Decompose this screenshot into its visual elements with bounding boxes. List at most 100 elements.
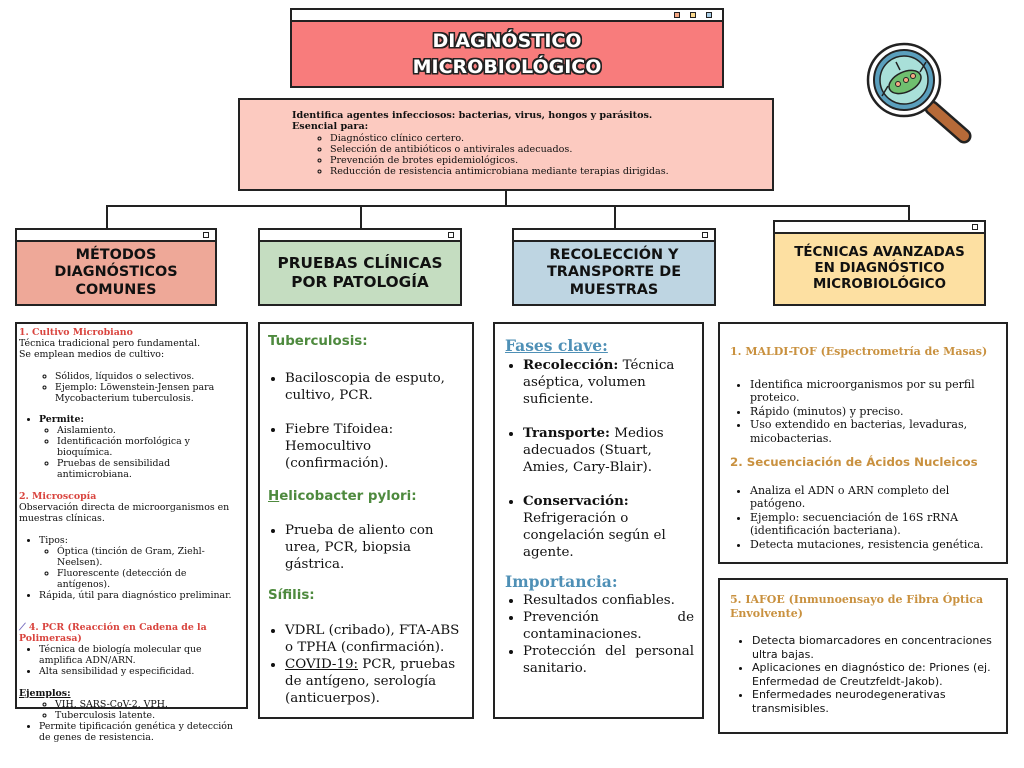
panel-tecnicas-2: 5. IAFOE (Inmunoensayo de Fibra Óptica E…	[718, 578, 1008, 734]
list-item: Pruebas de sensibilidad antimicrobiana.	[57, 458, 242, 480]
item-text: Técnica aséptica, volumen suficiente.	[523, 358, 675, 407]
panel-pruebas: Tuberculosis: Baciloscopia de esputo, cu…	[258, 322, 474, 719]
header-tecnicas: TÉCNICAS AVANZADAS EN DIAGNÓSTICO MICROB…	[775, 234, 984, 304]
section-title-fases: Fases clave:	[505, 336, 608, 355]
list-helicobacter: Prueba de aliento con urea, PCR, biopsia…	[268, 522, 462, 573]
list-item: Conservación: Refrigeración o congelació…	[523, 493, 694, 561]
list-tuberculosis: Baciloscopia de esputo, cultivo, PCR. Fi…	[268, 370, 462, 472]
list-item: Identificación morfológica y bioquímica.	[57, 436, 242, 458]
magnifier-bacteria-icon	[866, 42, 972, 144]
connector-drop-2	[360, 205, 362, 229]
hp-first-letter: H	[268, 489, 280, 504]
header-window-3: RECOLECCIÓN Y TRANSPORTE DE MUESTRAS	[512, 228, 716, 306]
intro-item: Reducción de resistencia antimicrobiana …	[330, 166, 772, 177]
section-title-pcr-text: 4. PCR (Reacción en Cadena de la Polimer…	[19, 622, 207, 644]
header-line: PRUEBAS CLÍNICAS	[277, 254, 443, 272]
intro-item: Selección de antibióticos o antivirales …	[330, 144, 772, 155]
header-line: EN DIAGNÓSTICO	[814, 261, 945, 276]
intro-line2: Esencial para:	[292, 121, 369, 133]
window-dot	[972, 224, 978, 230]
panel-metodos: 1. Cultivo Microbiano Técnica tradiciona…	[15, 322, 248, 743]
dna-icon: ⟋	[19, 622, 29, 633]
list-item: Detecta biomarcadores en concentraciones…	[752, 634, 1000, 661]
panel-tecnicas-1: 1. MALDI-TOF (Espectrometría de Masas) I…	[718, 322, 1008, 564]
list-item: Ejemplo: secuenciación de 16S rRNA (iden…	[750, 511, 1000, 538]
list-item: Tuberculosis latente.	[55, 710, 242, 721]
list-sifilis: VDRL (cribado), FTA-ABS o TPHA (confirma…	[268, 622, 462, 707]
header-line: MICROBIOLÓGICO	[812, 277, 947, 292]
intro-list: Diagnóstico clínico certero. Selección d…	[292, 133, 772, 178]
text-line: Técnica tradicional pero fundamental.	[19, 338, 201, 349]
list-item: Prevención de contaminaciones.	[523, 609, 694, 643]
list-item: Aislamiento.	[57, 425, 242, 436]
list-item: Identifica microorganismos por su perfil…	[750, 378, 1000, 405]
section-title-pcr: ⟋ 4. PCR (Reacción en Cadena de la Polim…	[19, 622, 242, 644]
window-dot-orange	[674, 12, 680, 18]
window-bar	[292, 10, 722, 22]
header-line: TÉCNICAS AVANZADAS	[794, 245, 965, 260]
list-item: Técnica de biología molecular que amplif…	[39, 644, 242, 666]
list-item: VIH, SARS-CoV-2, VPH.	[55, 699, 242, 710]
item-text: Medios adecuados (Stuart, Amies, Cary-Bl…	[523, 426, 664, 475]
list-item: Detecta mutaciones, resistencia genética…	[750, 538, 1000, 552]
list-item: Fluorescente (detección de antígenos).	[57, 568, 242, 590]
list-item: Protección del personal sanitario.	[523, 643, 694, 677]
list-item: Rápido (minutos) y preciso.	[750, 405, 1000, 419]
section-title-secuenciacion: 2. Secuenciación de Ácidos Nucleicos	[730, 455, 978, 469]
list-pcr: Técnica de biología molecular que amplif…	[19, 644, 242, 677]
list-secuenciacion: Analiza el ADN o ARN completo del patóge…	[730, 484, 1000, 552]
hp-title-rest: elicobacter pylori:	[279, 489, 417, 504]
page-title-line1: DIAGNÓSTICO	[432, 30, 582, 52]
header-line: DIAGNÓSTICOS	[54, 264, 178, 281]
header-window-2: PRUEBAS CLÍNICAS POR PATOLOGÍA	[258, 228, 462, 306]
header-line: TRANSPORTE DE	[546, 264, 682, 281]
title-window: DIAGNÓSTICO MICROBIOLÓGICO	[290, 8, 724, 88]
panel-recoleccion: Fases clave: Recolección: Técnica asépti…	[493, 322, 704, 719]
connector-trunk	[505, 190, 507, 206]
section-title-cultivo: 1. Cultivo Microbiano	[19, 327, 133, 338]
window-dot	[203, 232, 209, 238]
connector-drop-1	[106, 205, 108, 229]
covid-label: COVID-19:	[285, 657, 359, 672]
list-item: Sólidos, líquidos o selectivos.	[55, 371, 242, 382]
section-title-maldi: 1. MALDI-TOF (Espectrometría de Masas)	[730, 345, 988, 358]
list-item: Resultados confiables.	[523, 592, 694, 609]
list-item: Aplicaciones en diagnóstico de: Priones …	[752, 661, 1000, 688]
header-window-4: TÉCNICAS AVANZADAS EN DIAGNÓSTICO MICROB…	[773, 220, 986, 306]
list-item: Analiza el ADN o ARN completo del patóge…	[750, 484, 1000, 511]
list-item: Uso extendido en bacterias, levaduras, m…	[750, 418, 1000, 445]
list-maldi: Identifica microorganismos por su perfil…	[730, 378, 1000, 446]
list-item: Óptica (tinción de Gram, Ziehl-Neelsen).	[57, 546, 242, 568]
window-dot-blue	[706, 12, 712, 18]
list-tipos: Tipos: Óptica (tinción de Gram, Ziehl-Ne…	[19, 535, 242, 601]
header-window-1: MÉTODOS DIAGNÓSTICOS COMUNES	[15, 228, 217, 306]
section-title-importancia: Importancia:	[505, 572, 618, 591]
list-ejemplos: VIH, SARS-CoV-2, VPH. Tuberculosis laten…	[19, 699, 242, 721]
list-item: Permite tipificación genética y detecció…	[39, 721, 242, 743]
connector-drop-3	[614, 205, 616, 229]
window-dot-yellow	[690, 12, 696, 18]
header-line: MÉTODOS	[75, 246, 157, 263]
list-item: Alta sensibilidad y especificidad.	[39, 666, 242, 677]
intro-line1: Identifica agentes infecciosos: bacteria…	[292, 110, 653, 121]
header-recoleccion: RECOLECCIÓN Y TRANSPORTE DE MUESTRAS	[514, 242, 714, 304]
list-item: VDRL (cribado), FTA-ABS o TPHA (confirma…	[285, 622, 462, 656]
list-item: Transporte: Medios adecuados (Stuart, Am…	[523, 425, 694, 476]
list-item: Ejemplo: Löwenstein-Jensen para Mycobact…	[55, 382, 242, 404]
header-pruebas: PRUEBAS CLÍNICAS POR PATOLOGÍA	[260, 242, 460, 304]
list-item: Enfermedades neurodegenerativas transmis…	[752, 688, 1000, 715]
section-title-tuberculosis: Tuberculosis:	[268, 334, 368, 349]
item-label: Recolección:	[523, 357, 619, 373]
intro-item: Diagnóstico clínico certero.	[330, 133, 772, 144]
header-line: RECOLECCIÓN Y	[549, 246, 679, 263]
list-item: Baciloscopia de esputo, cultivo, PCR.	[285, 370, 462, 404]
header-line: MUESTRAS	[569, 281, 659, 298]
intro-box: Identifica agentes infecciosos: bacteria…	[238, 98, 774, 191]
text-line: Se emplean medios de cultivo:	[19, 349, 165, 360]
section-title-helicobacter: Helicobacter pylori:	[268, 488, 462, 505]
section-title-iafoe: 5. IAFOE (Inmunoensayo de Fibra Óptica E…	[730, 593, 984, 620]
window-dot	[448, 232, 454, 238]
intro-item: Prevención de brotes epidemiológicos.	[330, 155, 772, 166]
text-line: Observación directa de microorganismos e…	[19, 502, 230, 524]
header-line: POR PATOLOGÍA	[291, 273, 429, 291]
